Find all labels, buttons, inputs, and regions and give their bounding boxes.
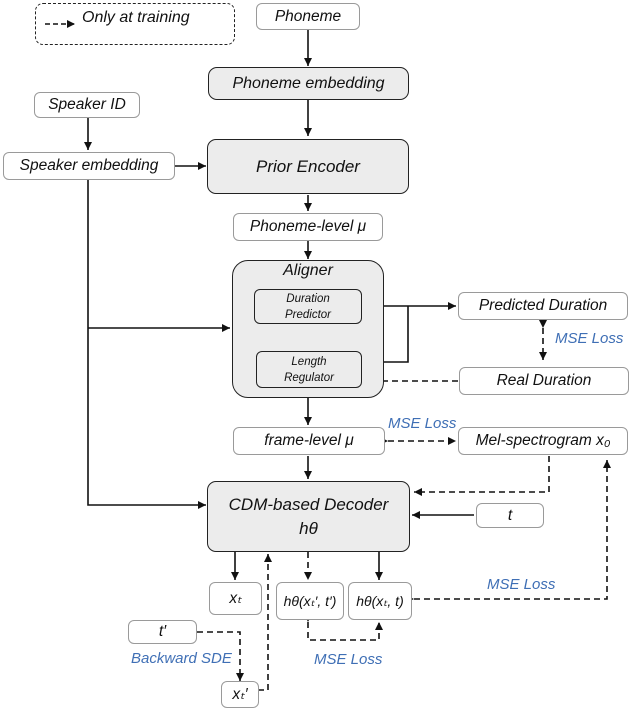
- aligner-label: Aligner: [283, 262, 333, 279]
- frame-level-mu-box: frame-level μ: [233, 427, 385, 455]
- mse-loss-output-label: MSE Loss: [487, 576, 556, 593]
- h-theta-xt-box: hθ(xₜ, t): [348, 582, 412, 620]
- phoneme-level-mu-label: Phoneme-level μ: [249, 218, 367, 235]
- legend: [35, 3, 235, 45]
- arrow-tprime-to-xtprime: [197, 631, 244, 681]
- length-regulator-line1: Length: [291, 355, 327, 368]
- length-regulator-line2: Regulator: [284, 371, 334, 384]
- mse-loss-mel-label: MSE Loss: [388, 415, 457, 432]
- duration-predictor-line2: Predictor: [284, 308, 332, 321]
- duration-predictor-box: Duration Predictor: [254, 289, 362, 324]
- legend-label: Only at training: [82, 9, 190, 26]
- mse-loss-bottom-label: MSE Loss: [314, 651, 383, 668]
- t-box: t: [476, 503, 544, 528]
- duration-predictor-line1: Duration: [286, 292, 330, 305]
- xt-prime-box: xₜ′: [221, 681, 259, 708]
- xt-box: xₜ: [209, 582, 262, 615]
- speaker-id-box: Speaker ID: [34, 92, 140, 118]
- arrow-xtprime-to-decoder: [258, 554, 272, 691]
- mel-spectrogram-box: Mel-spectrogram x₀: [458, 427, 628, 455]
- prior-encoder-box: Prior Encoder: [207, 139, 409, 194]
- arrow-mel-to-decoder: [414, 456, 550, 496]
- arrow-hxt-mel-mse: [406, 460, 611, 603]
- decoder-function-label: hθ: [299, 518, 318, 538]
- h-theta-xtprime-box: hθ(xₜ′, t′): [276, 582, 344, 620]
- arrow-h-outputs-mse: [304, 614, 383, 641]
- predicted-duration-box: Predicted Duration: [458, 292, 628, 320]
- t-prime-box: t′: [128, 620, 197, 644]
- arrow-speaker-to-decoder: [87, 180, 206, 509]
- phoneme-box: Phoneme: [256, 3, 360, 30]
- speaker-embedding-box: Speaker embedding: [3, 152, 175, 180]
- real-duration-box: Real Duration: [459, 367, 629, 395]
- decoder-label: CDM-based Decoder: [228, 494, 389, 514]
- length-regulator-box: Length Regulator: [256, 351, 362, 388]
- phoneme-embedding-box: Phoneme embedding: [208, 67, 409, 100]
- backward-sde-label: Backward SDE: [131, 650, 232, 667]
- mse-loss-duration-label: MSE Loss: [555, 330, 624, 347]
- decoder-box: CDM-based Decoder hθ: [207, 481, 410, 552]
- phoneme-level-mu-box: Phoneme-level μ: [233, 213, 383, 241]
